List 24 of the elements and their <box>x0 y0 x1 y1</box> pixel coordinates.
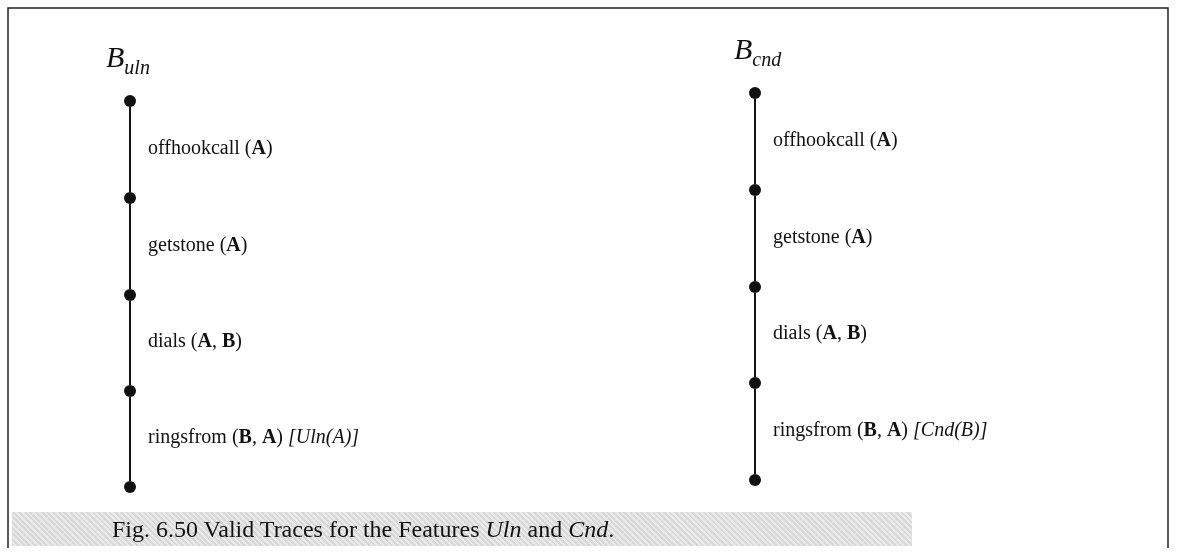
trace-point <box>124 289 136 301</box>
trace-line <box>129 203 131 290</box>
trace-point <box>749 474 761 486</box>
trace-title: B$_{uln}$ <box>106 40 150 79</box>
trace-line <box>754 98 756 185</box>
trace-point <box>124 95 136 107</box>
trace-point <box>749 87 761 99</box>
trace-point <box>749 377 761 389</box>
edge-label: dials (A, B) <box>771 321 869 344</box>
trace-line <box>754 388 756 475</box>
trace-point <box>749 281 761 293</box>
figure-caption: Fig. 6.50 Valid Traces for the Features Uln and Cnd. <box>12 512 912 546</box>
trace-point <box>124 481 136 493</box>
trace-line <box>129 396 131 482</box>
edge-label: ringsfrom (B, A) [Uln(A)] <box>146 425 362 448</box>
trace-line <box>129 106 131 193</box>
trace-line <box>754 195 756 282</box>
trace-point <box>749 184 761 196</box>
trace-point <box>124 385 136 397</box>
trace-line <box>129 300 131 386</box>
trace-line <box>754 292 756 378</box>
trace-point <box>124 192 136 204</box>
edge-label: dials (A, B) <box>146 329 244 352</box>
trace-title: B$_{cnd}$ <box>734 32 782 71</box>
